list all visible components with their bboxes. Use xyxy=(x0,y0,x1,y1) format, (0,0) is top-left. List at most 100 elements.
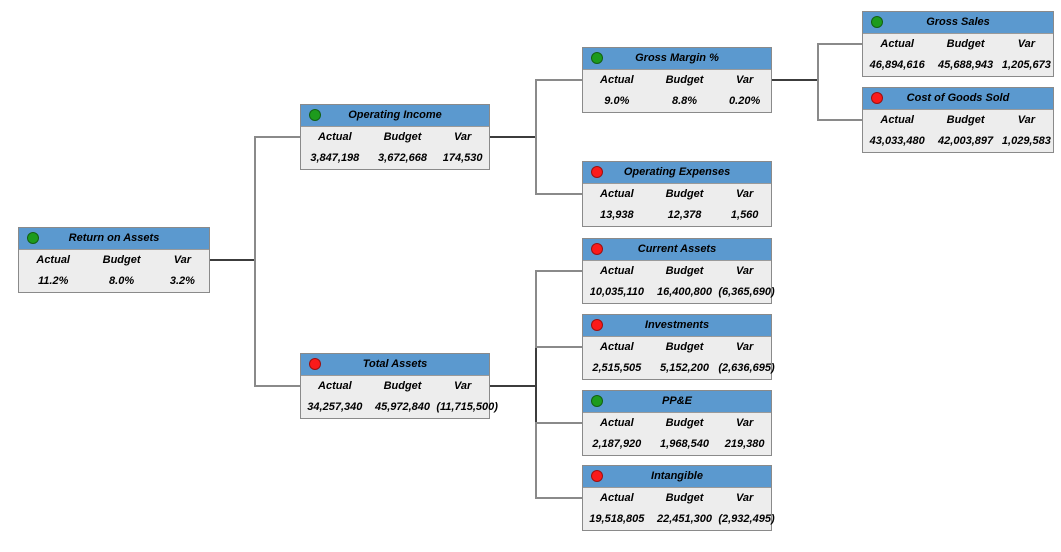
budget-label: Budget xyxy=(946,114,985,126)
node-cost-of-goods-sold[interactable]: Cost of Goods Sold Actual Budget Var 43,… xyxy=(862,87,1054,153)
kpi-values-row: 2,515,505 5,152,200 (2,636,695) xyxy=(583,358,774,379)
var-label: Var xyxy=(735,341,754,353)
node-title: Gross Sales xyxy=(926,16,990,28)
actual-value: 10,035,110 xyxy=(589,286,644,298)
connector-segment xyxy=(535,346,582,348)
status-green-icon xyxy=(591,52,603,64)
kpi-labels-row: Actual Budget Var xyxy=(583,261,771,282)
actual-value: 3,847,198 xyxy=(310,152,360,164)
kpi-labels-row: Actual Budget Var xyxy=(301,376,489,397)
actual-value: 11.2% xyxy=(38,275,69,287)
budget-label: Budget xyxy=(383,131,422,143)
node-title: Operating Income xyxy=(348,109,442,121)
node-title: Investments xyxy=(644,319,710,331)
connector-segment xyxy=(535,497,582,499)
node-title: Operating Expenses xyxy=(623,166,731,178)
budget-label: Budget xyxy=(665,492,704,504)
node-title: Return on Assets xyxy=(68,232,160,244)
budget-label: Budget xyxy=(665,265,704,277)
connector-segment xyxy=(210,259,256,261)
status-green-icon xyxy=(871,16,883,28)
budget-value: 16,400,800 xyxy=(656,286,713,298)
var-value: 1,560 xyxy=(730,209,759,221)
node-operating-expenses[interactable]: Operating Expenses Actual Budget Var 13,… xyxy=(582,161,772,227)
var-label: Var xyxy=(1017,38,1036,50)
var-label: Var xyxy=(735,265,754,277)
var-label: Var xyxy=(453,380,472,392)
kpi-values-row: 10,035,110 16,400,800 (6,365,690) xyxy=(583,282,775,303)
actual-value: 2,187,920 xyxy=(592,438,642,450)
node-gross-sales[interactable]: Gross Sales Actual Budget Var 46,894,616… xyxy=(862,11,1054,77)
actual-label: Actual xyxy=(318,131,352,143)
node-current-assets[interactable]: Current Assets Actual Budget Var 10,035,… xyxy=(582,238,775,304)
connector-segment xyxy=(535,79,582,81)
var-label: Var xyxy=(453,131,472,143)
node-header: Gross Sales xyxy=(863,12,1053,34)
kpi-labels-row: Actual Budget Var xyxy=(19,250,209,271)
connector-segment xyxy=(535,270,537,347)
actual-label: Actual xyxy=(880,38,914,50)
status-green-icon xyxy=(309,109,321,121)
budget-value: 5,152,200 xyxy=(660,362,709,374)
kpi-labels-row: Actual Budget Var xyxy=(583,337,771,358)
kpi-labels-row: Actual Budget Var xyxy=(863,34,1053,55)
status-red-icon xyxy=(591,243,603,255)
node-header: Operating Expenses xyxy=(583,162,771,184)
budget-value: 8.0% xyxy=(109,275,135,287)
actual-value: 19,518,805 xyxy=(589,513,645,525)
var-label: Var xyxy=(1017,114,1036,126)
kpi-values-row: 46,894,616 45,688,943 1,205,673 xyxy=(863,55,1053,76)
var-label: Var xyxy=(735,417,754,429)
var-value: 0.20% xyxy=(729,95,761,107)
node-header: Total Assets xyxy=(301,354,489,376)
actual-label: Actual xyxy=(36,254,70,266)
actual-value: 34,257,340 xyxy=(307,401,363,413)
status-green-icon xyxy=(591,395,603,407)
var-value: (11,715,500) xyxy=(436,401,498,413)
budget-label: Budget xyxy=(946,38,985,50)
kpi-labels-row: Actual Budget Var xyxy=(301,127,489,148)
connector-segment xyxy=(772,79,818,81)
status-red-icon xyxy=(591,470,603,482)
budget-label: Budget xyxy=(102,254,141,266)
kpi-values-row: 19,518,805 22,451,300 (2,932,495) xyxy=(583,509,774,530)
status-green-icon xyxy=(27,232,39,244)
budget-label: Budget xyxy=(665,188,704,200)
node-operating-income[interactable]: Operating Income Actual Budget Var 3,847… xyxy=(300,104,490,170)
actual-value: 43,033,480 xyxy=(869,135,925,147)
kpi-values-row: 34,257,340 45,972,840 (11,715,500) xyxy=(301,397,498,418)
actual-value: 13,938 xyxy=(600,209,634,221)
kpi-values-row: 13,938 12,378 1,560 xyxy=(583,205,771,226)
var-value: 3.2% xyxy=(169,275,195,287)
node-title: Intangible xyxy=(651,470,703,482)
node-gross-margin-pct[interactable]: Gross Margin % Actual Budget Var 9.0% 8.… xyxy=(582,47,772,113)
actual-label: Actual xyxy=(880,114,914,126)
var-value: 174,530 xyxy=(442,152,483,164)
node-return-on-assets[interactable]: Return on Assets Actual Budget Var 11.2%… xyxy=(18,227,210,293)
kpi-labels-row: Actual Budget Var xyxy=(863,110,1053,131)
kpi-values-row: 9.0% 8.8% 0.20% xyxy=(583,91,771,112)
var-label: Var xyxy=(735,492,754,504)
actual-label: Actual xyxy=(600,188,634,200)
var-value: 1,205,673 xyxy=(1001,59,1051,71)
connector-segment xyxy=(817,119,862,121)
node-total-assets[interactable]: Total Assets Actual Budget Var 34,257,34… xyxy=(300,353,498,419)
node-title: Cost of Goods Sold xyxy=(906,92,1010,104)
node-investments[interactable]: Investments Actual Budget Var 2,515,505 … xyxy=(582,314,775,380)
connector-segment xyxy=(817,43,862,45)
actual-label: Actual xyxy=(600,417,634,429)
node-header: Investments xyxy=(583,315,771,337)
actual-value: 9.0% xyxy=(604,95,630,107)
budget-value: 3,672,668 xyxy=(378,152,427,164)
node-title: Gross Margin % xyxy=(635,52,719,64)
node-title: Total Assets xyxy=(362,358,428,370)
budget-value: 42,003,897 xyxy=(938,135,994,147)
var-value: 1,029,583 xyxy=(1001,135,1051,147)
var-value: (6,365,690) xyxy=(718,286,775,298)
status-red-icon xyxy=(871,92,883,104)
node-intangible[interactable]: Intangible Actual Budget Var 19,518,805 … xyxy=(582,465,775,531)
status-red-icon xyxy=(591,319,603,331)
kpi-labels-row: Actual Budget Var xyxy=(583,488,771,509)
node-ppe[interactable]: PP&E Actual Budget Var 2,187,920 1,968,5… xyxy=(582,390,772,456)
